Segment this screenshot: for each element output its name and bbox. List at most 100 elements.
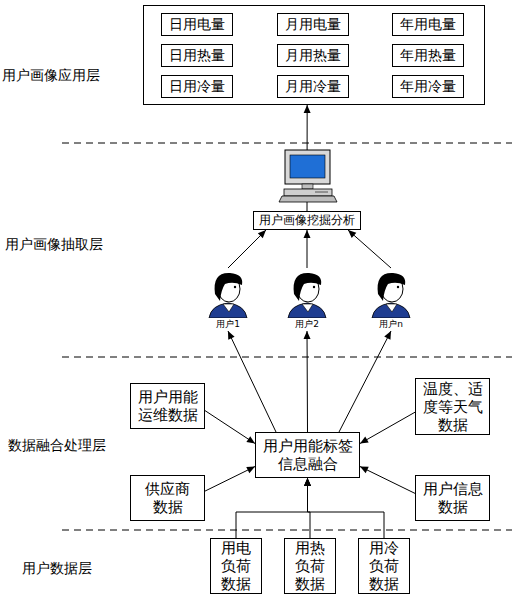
text-holder: 年用热量 <box>400 47 456 64</box>
dashed-divider <box>62 357 512 358</box>
text-holder: 日用冷量 <box>169 78 225 95</box>
text-holder: 用户用能标签 信息融合 <box>256 437 359 473</box>
monitor-screen <box>290 155 325 178</box>
process-box: 日用电量 <box>161 13 233 36</box>
process-box: 用户用能 运维数据 <box>130 383 205 429</box>
arrow-head <box>360 467 369 474</box>
arrow-head <box>228 331 235 340</box>
user-icon <box>281 268 333 318</box>
connector <box>339 331 391 432</box>
user-shoulders <box>288 303 326 318</box>
text-holder: 用热 负荷 数据 <box>285 539 335 593</box>
process-box: 日用热量 <box>161 44 233 67</box>
layer-frame: 日用电量 月用电量 年用电量日用热量 月用热量 年用热量日用冷量 月用冷量 年用冷量 <box>143 5 485 105</box>
process-box: 用电 负荷 数据 <box>210 538 262 594</box>
connector <box>304 230 311 268</box>
arrow-head <box>246 436 255 443</box>
connector <box>304 478 384 538</box>
user-icon <box>365 268 417 318</box>
user-label: 用户1 <box>202 318 254 331</box>
arrow-head <box>304 230 311 238</box>
text-holder: 用冷 负荷 数据 <box>359 539 409 593</box>
dashed-divider <box>62 530 512 531</box>
arrow-head <box>246 467 255 474</box>
node-text: 温度、适 度等天气 数据 <box>416 380 489 434</box>
user-label: 用户2 <box>281 318 333 331</box>
node-text: 年用热量 <box>400 47 456 64</box>
node-text: 年用冷量 <box>400 78 456 95</box>
node-text: 年用电量 <box>400 16 456 33</box>
arrow-head <box>304 105 311 113</box>
arrow-head <box>258 230 266 238</box>
arrow-head <box>304 331 311 339</box>
user-eye <box>397 286 399 288</box>
arrow-head <box>348 230 356 238</box>
arrow-head <box>304 478 311 486</box>
process-box: 年用冷量 <box>392 75 464 98</box>
user-shoulders <box>372 303 410 318</box>
user-eye <box>234 286 236 288</box>
connector <box>360 412 415 443</box>
connector <box>360 467 415 494</box>
monitor-frame <box>285 150 330 184</box>
layer-label: 用户数据层 <box>22 560 92 578</box>
connector-line <box>339 331 391 432</box>
process-box: 用户信息 数据 <box>415 475 490 521</box>
user-eye <box>313 286 315 288</box>
text-holder: 日用热量 <box>169 47 225 64</box>
user-figure: 用户2 <box>281 268 333 331</box>
node-text: 用电 负荷 数据 <box>211 539 261 593</box>
text-holder: 月用热量 <box>285 47 341 64</box>
user-label: 用户n <box>365 318 417 331</box>
process-box: 年用热量 <box>392 44 464 67</box>
user-collar <box>302 304 313 312</box>
connector-line <box>308 478 385 538</box>
monitor-stand <box>302 184 313 189</box>
user-collar <box>386 304 397 312</box>
process-box: 年用电量 <box>392 13 464 36</box>
text-holder: 月用电量 <box>285 16 341 33</box>
process-box: 用冷 负荷 数据 <box>358 538 410 594</box>
process-box: 月用冷量 <box>277 75 349 98</box>
process-box: 月用电量 <box>277 13 349 36</box>
text-holder: 用户画像挖掘分析 <box>259 213 355 227</box>
connector <box>304 105 311 211</box>
node-text: 用户画像挖掘分析 <box>259 213 355 227</box>
user-icon <box>202 268 254 318</box>
node-text: 用户用能标签 信息融合 <box>256 437 359 473</box>
node-text: 日用电量 <box>169 16 225 33</box>
keyboard <box>279 196 337 202</box>
drive-slot <box>315 192 328 193</box>
node-text: 月用冷量 <box>285 78 341 95</box>
connector <box>228 230 266 268</box>
user-figure: 用户1 <box>202 268 254 331</box>
connector-line <box>348 230 391 268</box>
connector-line <box>228 331 276 432</box>
process-box: 用户画像挖掘分析 <box>253 211 361 230</box>
node-text: 月用电量 <box>285 16 341 33</box>
process-box: 月用热量 <box>277 44 349 67</box>
node-text: 供应商 数据 <box>131 480 204 516</box>
user-collar <box>223 304 234 312</box>
text-holder: 日用电量 <box>169 16 225 33</box>
connector <box>205 467 255 492</box>
connector <box>205 411 255 444</box>
connector-line <box>205 467 255 492</box>
text-holder: 用户用能 运维数据 <box>131 388 204 424</box>
text-holder: 年用电量 <box>400 16 456 33</box>
connector <box>348 230 391 268</box>
connector-line <box>205 411 255 444</box>
text-holder: 供应商 数据 <box>131 480 204 516</box>
process-box: 用热 负荷 数据 <box>284 538 336 594</box>
layer-label: 数据融合处理层 <box>8 437 106 455</box>
process-box: 用户用能标签 信息融合 <box>255 432 360 478</box>
text-holder: 用户信息 数据 <box>416 480 489 516</box>
node-text: 用冷 负荷 数据 <box>359 539 409 593</box>
node-text: 用户信息 数据 <box>416 480 489 516</box>
node-text: 日用热量 <box>169 47 225 64</box>
text-holder: 年用冷量 <box>400 78 456 95</box>
computer-base <box>284 189 332 196</box>
arrow-head <box>360 437 369 444</box>
arrow-head <box>304 478 311 486</box>
